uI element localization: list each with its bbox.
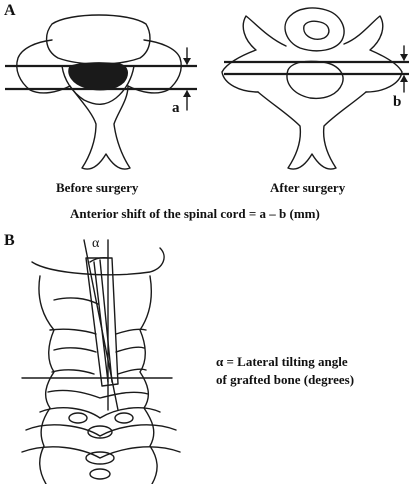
upper-vertebral-body: [32, 248, 164, 275]
definition-line-1: α = Lateral tilting angle: [216, 354, 348, 370]
arrowhead-a-bottom: [183, 90, 191, 97]
vertebra-segment-6: [40, 408, 160, 418]
label-b: b: [393, 94, 401, 111]
vertebra-before-surgery: [17, 15, 182, 169]
lamina-spinous-process-after: [258, 92, 366, 169]
panel-a-letter: A: [4, 2, 16, 20]
caption-after-surgery: After surgery: [270, 180, 345, 196]
vertebral-body-before: [47, 15, 150, 64]
label-a: a: [172, 100, 180, 117]
graft-outer-after: [285, 8, 344, 51]
cervical-spine-coronal: [22, 248, 180, 484]
left-lateral-mass-after: [222, 16, 286, 92]
vertebra-segment-4: [52, 369, 146, 374]
spine-right-outline: [140, 276, 157, 484]
arrowhead-a-top: [183, 58, 191, 65]
formula-caption: Anterior shift of the spinal cord = a – …: [70, 206, 320, 222]
pedicle-right-1: [115, 413, 133, 423]
graft-inner-after: [304, 21, 329, 39]
spinous-ring-3: [90, 469, 110, 479]
definition-line-2: of grafted bone (degrees): [216, 372, 354, 388]
panel-b-letter: B: [4, 232, 15, 250]
arrowhead-b-top: [400, 54, 408, 61]
vertebra-segment-2: [50, 329, 146, 334]
right-lateral-mass-after: [344, 16, 402, 92]
vertebra-after-surgery: [222, 8, 402, 169]
spinal-cord-after: [287, 61, 343, 98]
vertebra-segment-3: [54, 347, 144, 352]
pedicle-left-1: [69, 413, 87, 423]
spine-left-outline: [39, 276, 54, 484]
caption-before-surgery: Before surgery: [56, 180, 138, 196]
alpha-angle-label: α: [92, 236, 99, 252]
vertebra-segment-5: [48, 390, 148, 398]
lamina-spinous-process-before: [70, 86, 130, 169]
